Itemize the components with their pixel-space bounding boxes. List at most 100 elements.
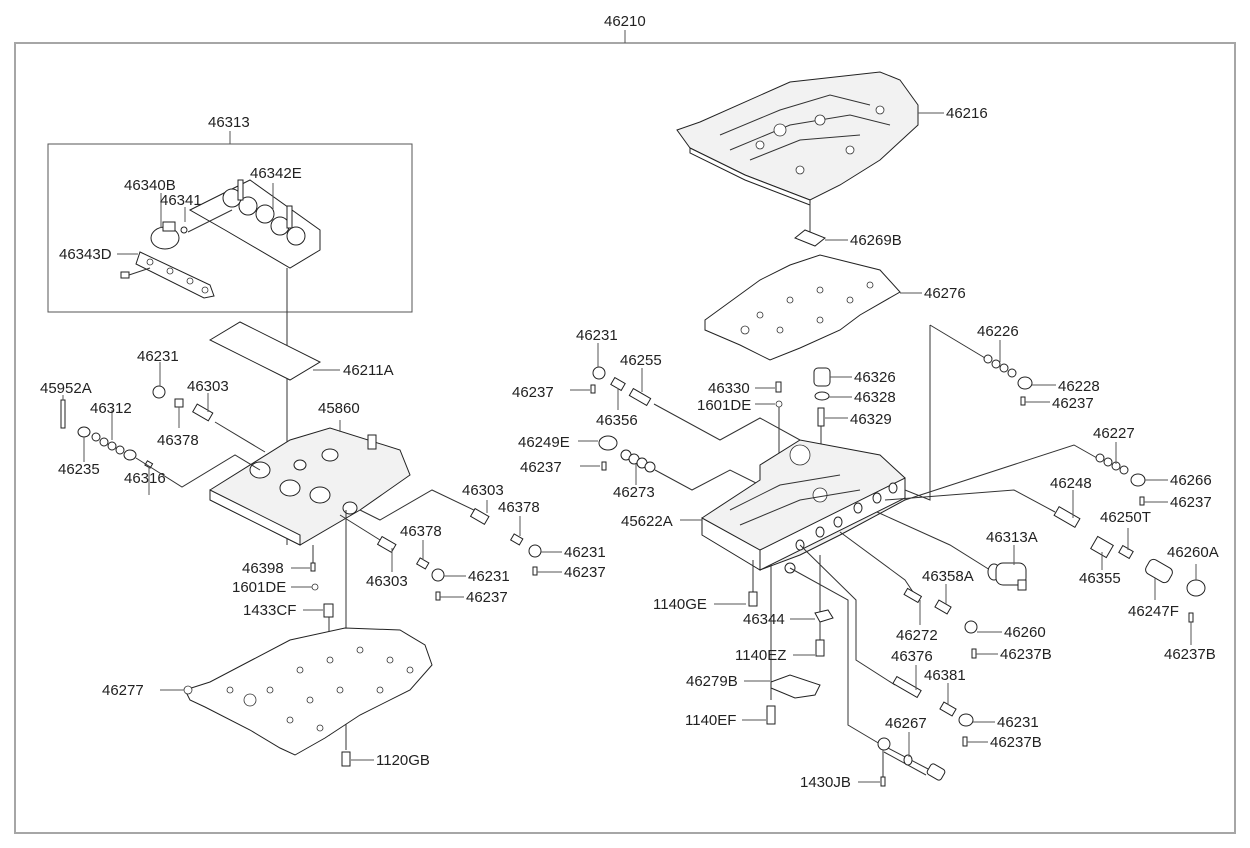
part-label-46248[interactable]: 46248 [1050,475,1092,492]
part-label-46249E[interactable]: 46249E [518,434,570,451]
leader [654,469,761,491]
part-label-46376[interactable]: 46376 [891,648,933,665]
part-label-46228[interactable]: 46228 [1058,378,1100,395]
part-label-46378[interactable]: 46378 [157,432,199,449]
part-label-46316[interactable]: 46316 [124,470,166,487]
part-label-46303b[interactable]: 46303 [462,482,504,499]
part-label-46344[interactable]: 46344 [743,611,785,628]
part-label-1601DEb[interactable]: 1601DE [697,397,751,414]
part-label-46313[interactable]: 46313 [208,114,250,131]
valve-46303 [192,403,214,422]
part-label-46226[interactable]: 46226 [977,323,1019,340]
part-label-46211A[interactable]: 46211A [343,362,394,379]
clip-46344 [814,609,834,623]
part-label-46231c[interactable]: 46231 [468,568,510,585]
plug-46260 [964,620,978,634]
part-label-46343D[interactable]: 46343D [59,246,112,263]
spool-46227 [1095,453,1129,475]
pin-46237e [601,461,607,471]
part-label-46227[interactable]: 46227 [1093,425,1135,442]
part-label-46216[interactable]: 46216 [946,105,988,122]
part-label-46329[interactable]: 46329 [850,411,892,428]
part-label-46237f[interactable]: 46237 [1052,395,1094,412]
plug-46231c [431,568,445,582]
part-label-46237c[interactable]: 46237 [466,589,508,606]
part-label-46231d[interactable]: 46231 [576,327,618,344]
part-label-46356[interactable]: 46356 [596,412,638,429]
ball-1601DE [311,583,319,591]
part-label-46231b[interactable]: 46231 [564,544,606,561]
part-label-1140GE[interactable]: 1140GE [653,596,707,613]
part-label-46358A[interactable]: 46358A [922,568,974,585]
pin-46237b [532,566,538,576]
part-label-46231e[interactable]: 46231 [997,714,1039,731]
part-label-45860[interactable]: 45860 [318,400,360,417]
part-label-46237b[interactable]: 46237 [564,564,606,581]
part-label-1140EF[interactable]: 1140EF [685,712,736,729]
sensor-46267 [877,737,946,781]
part-label-46355[interactable]: 46355 [1079,570,1121,587]
part-label-1140EZ[interactable]: 1140EZ [735,647,786,664]
part-label-46266[interactable]: 46266 [1170,472,1212,489]
leader [653,403,801,441]
leader [135,454,261,488]
plug-46260A [1186,579,1206,597]
part-label-1601DE[interactable]: 1601DE [232,579,286,596]
part-label-46313A[interactable]: 46313A [986,529,1038,546]
part-label-46247F[interactable]: 46247F [1128,603,1179,620]
part-label-46237e[interactable]: 46237 [520,459,562,476]
part-label-46267[interactable]: 46267 [885,715,927,732]
part-label-46237Bb[interactable]: 46237B [1000,646,1052,663]
part-label-46340B[interactable]: 46340B [124,177,176,194]
part-label-46341[interactable]: 46341 [160,192,202,209]
part-label-46328[interactable]: 46328 [854,389,896,406]
part-label-46398[interactable]: 46398 [242,560,284,577]
leader [799,544,896,686]
part-label-46235[interactable]: 46235 [58,461,100,478]
lower-valve-body-45622A [701,439,906,574]
part-label-46250T[interactable]: 46250T [1100,509,1151,526]
separator-plate-46276 [704,254,901,361]
part-label-46279B[interactable]: 46279B [686,673,738,690]
pin-46237Ba [1188,612,1194,623]
part-label-46255[interactable]: 46255 [620,352,662,369]
solenoid-46340B [150,221,188,250]
part-label-45622A[interactable]: 45622A [621,513,673,530]
part-label-46272[interactable]: 46272 [896,627,938,644]
spring-46381 [939,701,957,717]
part-label-46277[interactable]: 46277 [102,682,144,699]
part-label-46237Ba[interactable]: 46237B [1164,646,1216,663]
part-label-1433CF[interactable]: 1433CF [243,602,296,619]
part-label-45952A[interactable]: 45952A [40,380,92,397]
ball-1601DEb [775,400,783,408]
part-label-46381[interactable]: 46381 [924,667,966,684]
part-label-46378c[interactable]: 46378 [400,523,442,540]
part-label-46303[interactable]: 46303 [187,378,229,395]
part-label-46237d[interactable]: 46237 [512,384,554,401]
part-label-46231[interactable]: 46231 [137,348,179,365]
part-label-46237Bc[interactable]: 46237B [990,734,1042,751]
part-label-46378b[interactable]: 46378 [498,499,540,516]
spring-46378c [415,557,430,570]
part-label-46269B[interactable]: 46269B [850,232,902,249]
valve-body-45860 [209,427,411,546]
part-label-46260[interactable]: 46260 [1004,624,1046,641]
part-label-46330[interactable]: 46330 [708,380,750,397]
spool-46273 [620,449,656,473]
bolt-1140GE [748,591,758,607]
part-label-46326[interactable]: 46326 [854,369,896,386]
part-label-46303c[interactable]: 46303 [366,573,408,590]
gasket-46211A [208,321,322,381]
part-label-46237g[interactable]: 46237 [1170,494,1212,511]
part-label-46210[interactable]: 46210 [604,13,646,30]
part-label-46273[interactable]: 46273 [613,484,655,501]
part-label-1120GB[interactable]: 1120GB [376,752,430,769]
part-label-46260A[interactable]: 46260A [1167,544,1219,561]
part-label-46276[interactable]: 46276 [924,285,966,302]
part-label-46312[interactable]: 46312 [90,400,132,417]
valve-46255 [628,387,652,407]
part-label-46342E[interactable]: 46342E [250,165,302,182]
part-label-1430JB[interactable]: 1430JB [800,774,851,791]
leader [839,531,916,596]
plug-46231b [528,544,542,558]
